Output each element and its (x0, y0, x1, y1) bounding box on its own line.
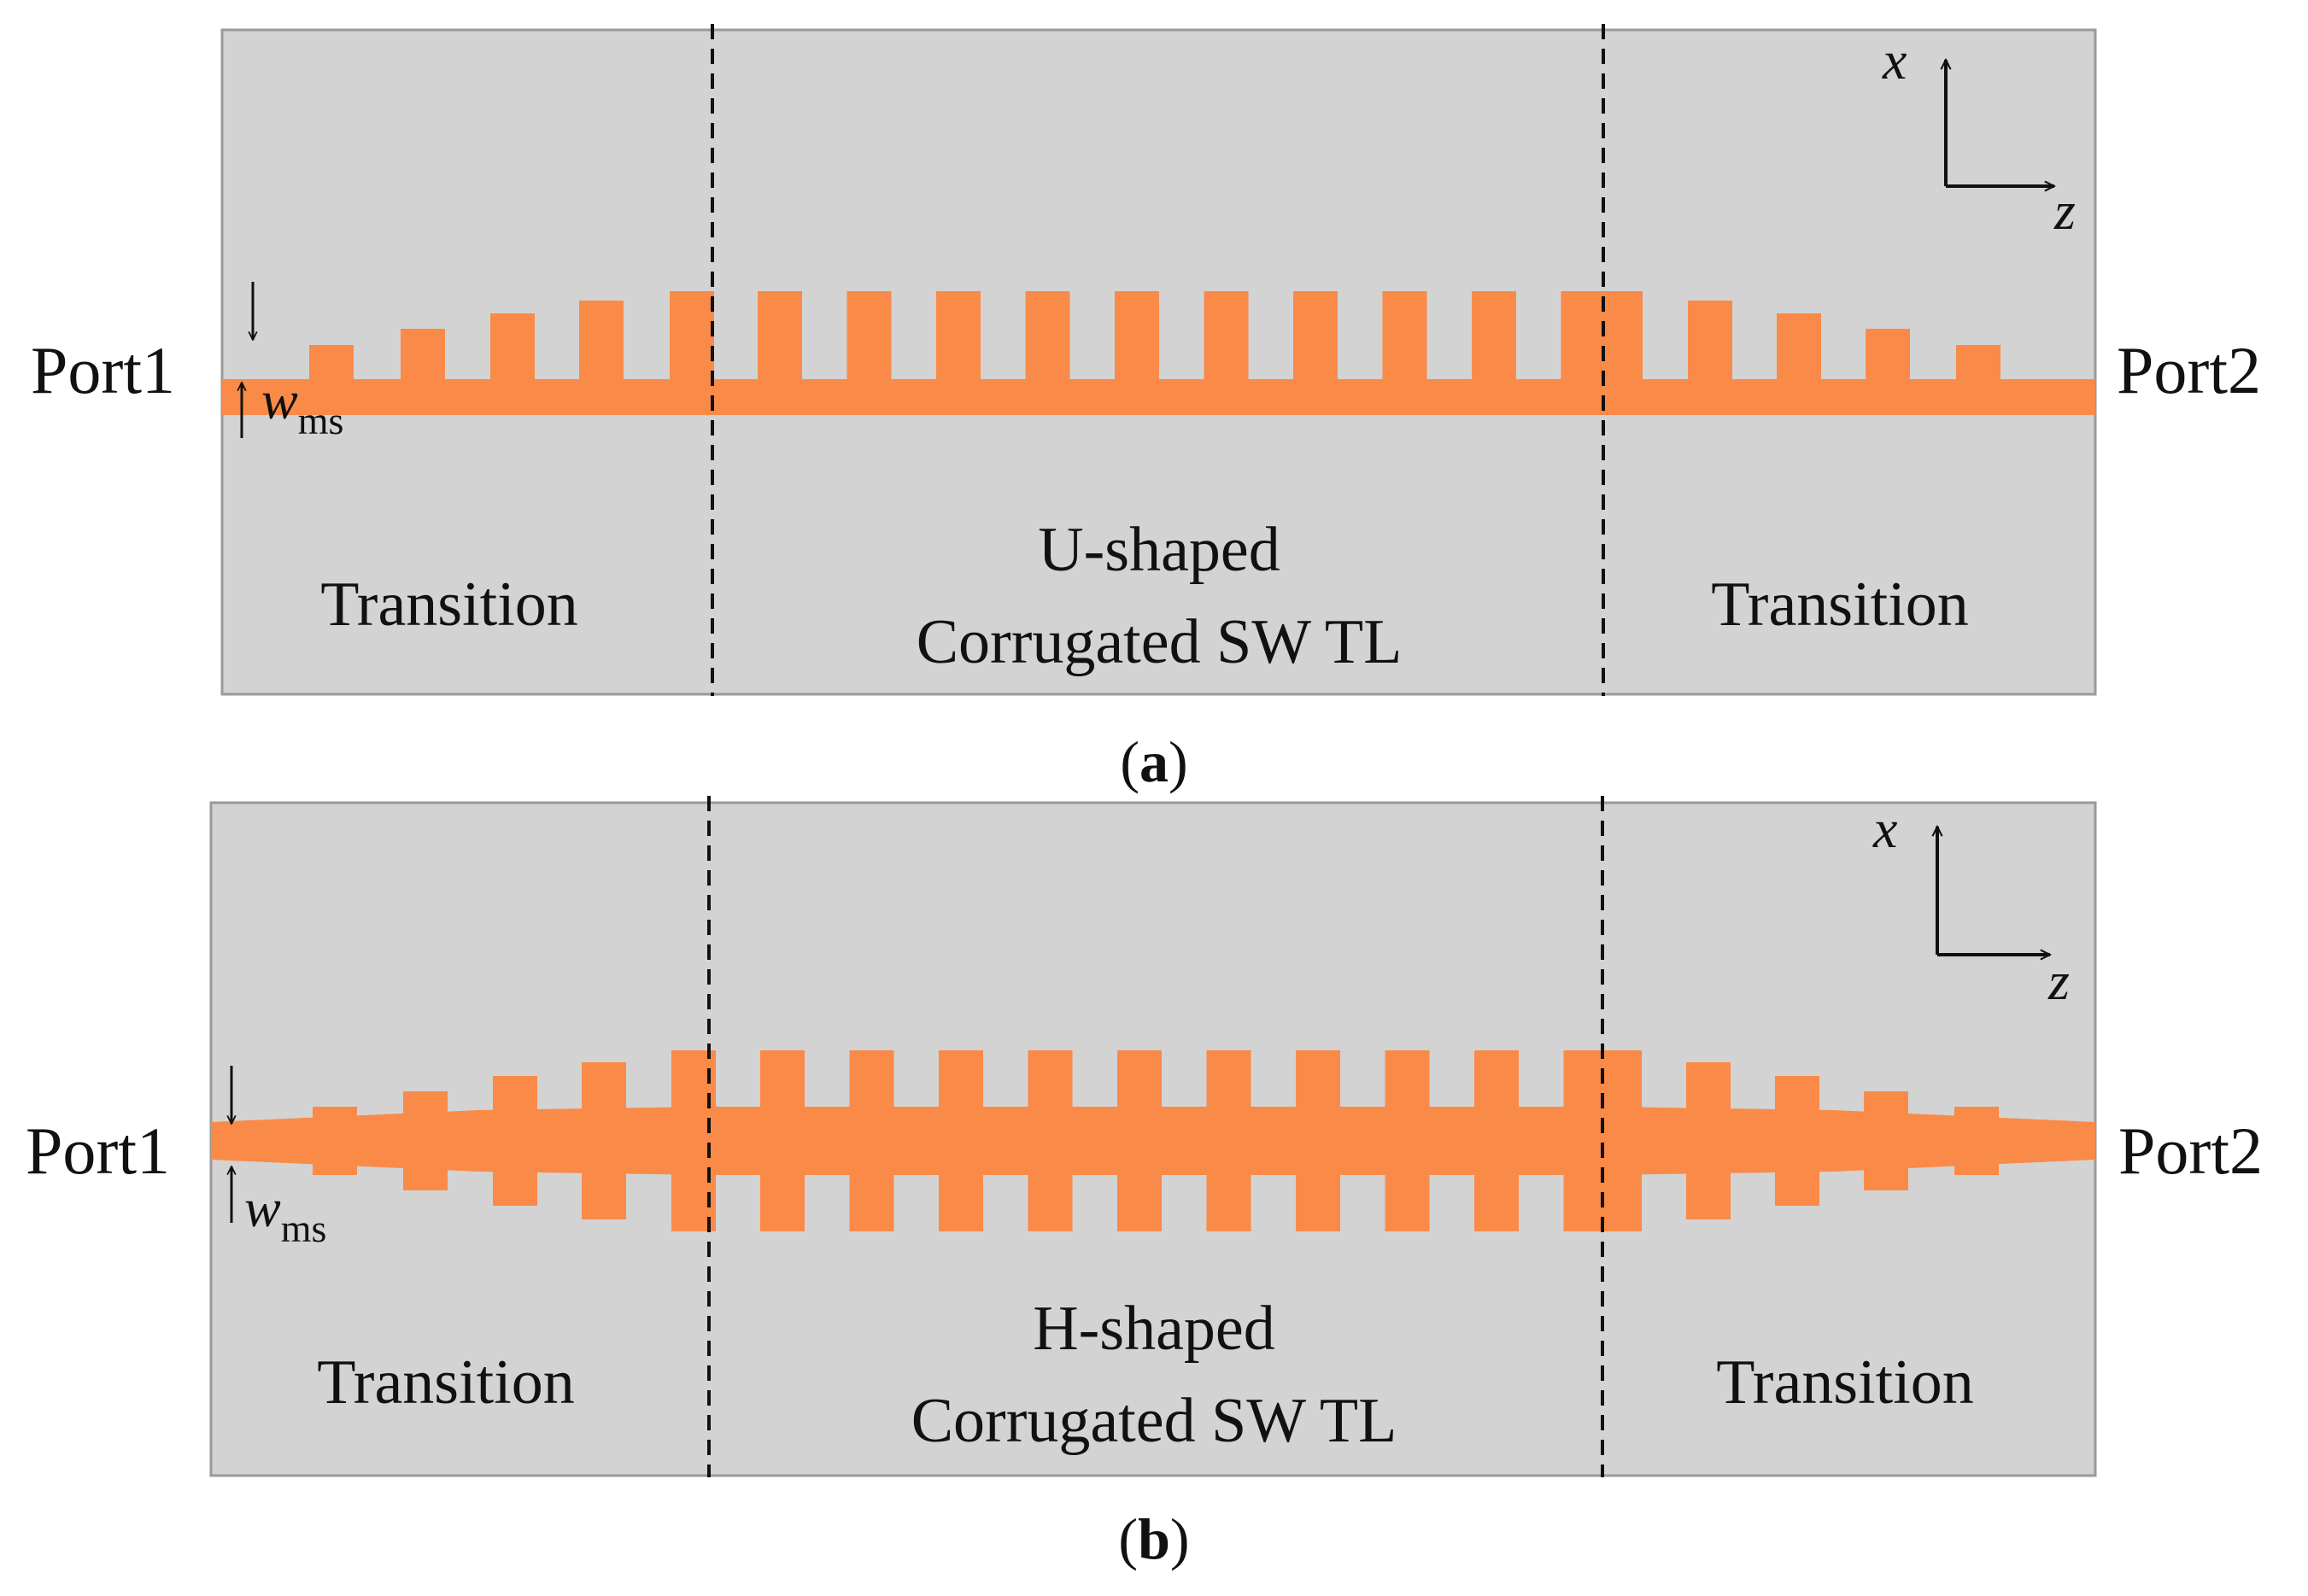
port2-label-b: Port2 (2118, 1114, 2263, 1188)
corrugation-tooth-a (1204, 291, 1249, 383)
transition-tooth-left-b (493, 1076, 537, 1206)
corrugation-tooth-a (1472, 291, 1516, 383)
corrugation-tooth-a (1025, 291, 1070, 383)
corrugation-tooth-a (936, 291, 981, 383)
transition-tooth-left-a (401, 329, 445, 383)
corrugation-tooth-a (1561, 291, 1606, 383)
corrugation-tooth-a (1382, 291, 1427, 383)
transition-tooth-right-b (1954, 1107, 1999, 1175)
microstrip-body-a (222, 379, 2095, 415)
transition-tooth-left-b (582, 1062, 626, 1219)
port1-label-b: Port1 (26, 1114, 170, 1188)
axis-x-label-b: x (1872, 798, 1897, 859)
transition-tooth-left-a (579, 301, 624, 383)
right-transition-label-a: Transition (1711, 570, 1969, 640)
corrugation-tooth-b (849, 1050, 894, 1231)
transition-tooth-left-b (403, 1091, 448, 1190)
corrugation-tooth-a (758, 291, 802, 383)
center-section-line1-a: U-shaped (1038, 515, 1280, 585)
center-section-line2-b: Corrugated SW TL (911, 1386, 1397, 1456)
coordinate-axes-a: x z (1882, 30, 2076, 241)
corrugation-tooth-b (1206, 1050, 1251, 1231)
corrugation-tooth-a (1115, 291, 1159, 383)
width-label-a: wms (261, 370, 343, 442)
caption-a: (a) (1120, 729, 1187, 794)
width-annotation-b: wms (231, 1066, 326, 1250)
transition-tooth-right-a (1688, 301, 1732, 383)
transition-tooth-right-b (1686, 1062, 1731, 1219)
transition-tooth-right-a (1598, 291, 1643, 383)
center-section-line1-b: H-shaped (1033, 1294, 1275, 1364)
transition-tooth-right-b (1775, 1076, 1819, 1206)
axis-x-label-a: x (1882, 30, 1907, 91)
transition-tooth-left-b (313, 1107, 357, 1175)
transition-tooth-right-b (1597, 1050, 1642, 1231)
panel-a-u-shaped: x z wms Port1 Port2 Transition U-shaped … (31, 24, 2261, 794)
corrugation-tooth-b (1385, 1050, 1430, 1231)
h-shaped-corrugated-line (211, 1050, 2095, 1231)
center-section-line2-a: Corrugated SW TL (917, 607, 1403, 677)
left-transition-label-a: Transition (320, 570, 578, 640)
caption-b: (b) (1118, 1506, 1189, 1571)
corrugation-tooth-b (1028, 1050, 1073, 1231)
corrugation-tooth-b (939, 1050, 983, 1231)
corrugation-tooth-a (1293, 291, 1338, 383)
port1-label-a: Port1 (31, 333, 175, 407)
corrugation-tooth-b (760, 1050, 805, 1231)
corrugation-tooth-a (846, 291, 892, 383)
transition-tooth-right-a (1777, 313, 1821, 383)
corrugation-tooth-b (1296, 1050, 1340, 1231)
panel-b-h-shaped: x z wms Port1 Port2 Transition H-shaped … (26, 796, 2263, 1571)
corrugation-tooth-b (1474, 1050, 1519, 1231)
transition-tooth-right-a (1956, 345, 2000, 383)
transition-tooth-right-a (1866, 329, 1910, 383)
transition-tooth-left-a (309, 345, 354, 383)
width-label-b: wms (244, 1178, 326, 1250)
corrugation-tooth-b (1117, 1050, 1162, 1231)
axis-z-label-b: z (2047, 950, 2070, 1011)
transition-tooth-left-a (490, 313, 535, 383)
u-shaped-corrugated-line (222, 291, 2095, 415)
port2-label-a: Port2 (2117, 333, 2261, 407)
width-annotation-a: wms (242, 282, 343, 442)
transition-tooth-right-b (1864, 1091, 1908, 1190)
transition-tooth-left-a (670, 291, 714, 383)
right-transition-label-b: Transition (1716, 1348, 1974, 1418)
left-transition-label-b: Transition (317, 1348, 575, 1418)
axis-z-label-a: z (2053, 180, 2076, 241)
coordinate-axes-b: x z (1872, 798, 2070, 1011)
